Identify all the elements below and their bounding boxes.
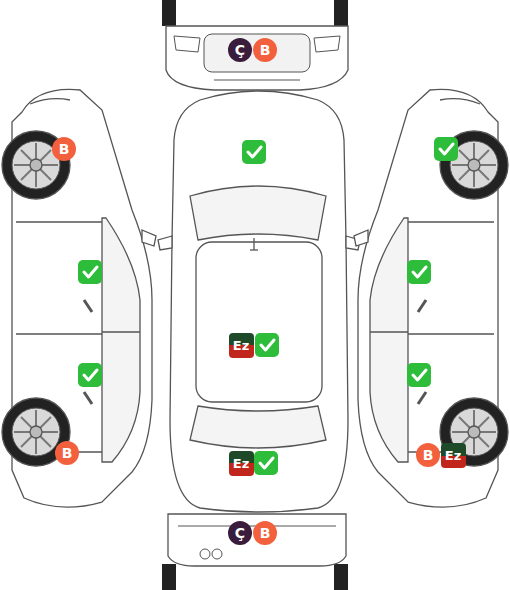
car-right-side [354, 89, 508, 507]
badge-letter: B [59, 142, 70, 156]
ok-checkmark [78, 137, 458, 475]
dent-badge: B [416, 443, 440, 467]
paint-badge: Ç [228, 521, 252, 545]
paint-badge: Ç [228, 38, 252, 62]
dent-badge: B [253, 38, 277, 62]
badge-letter: B [260, 526, 271, 540]
badge-letter: Ez [445, 449, 461, 462]
badge-letter: Ç [235, 526, 245, 540]
badge-letter: B [62, 446, 73, 460]
car-top-view [158, 91, 360, 512]
badge-letter: Ç [235, 43, 245, 57]
scratch-badge: Ez [229, 333, 254, 358]
scratch-badge: Ez [441, 443, 466, 468]
badge-letter: B [260, 43, 271, 57]
scratch-badge: Ez [229, 451, 254, 476]
car-left-side [2, 89, 156, 507]
badge-letter: Ez [233, 457, 249, 470]
badge-letter: B [423, 448, 434, 462]
front-bumper [162, 0, 348, 90]
dent-badge: B [55, 441, 79, 465]
dent-badge: B [253, 521, 277, 545]
badge-letter: Ez [233, 339, 249, 352]
dent-badge: B [52, 137, 76, 161]
rear-bumper [162, 514, 348, 590]
